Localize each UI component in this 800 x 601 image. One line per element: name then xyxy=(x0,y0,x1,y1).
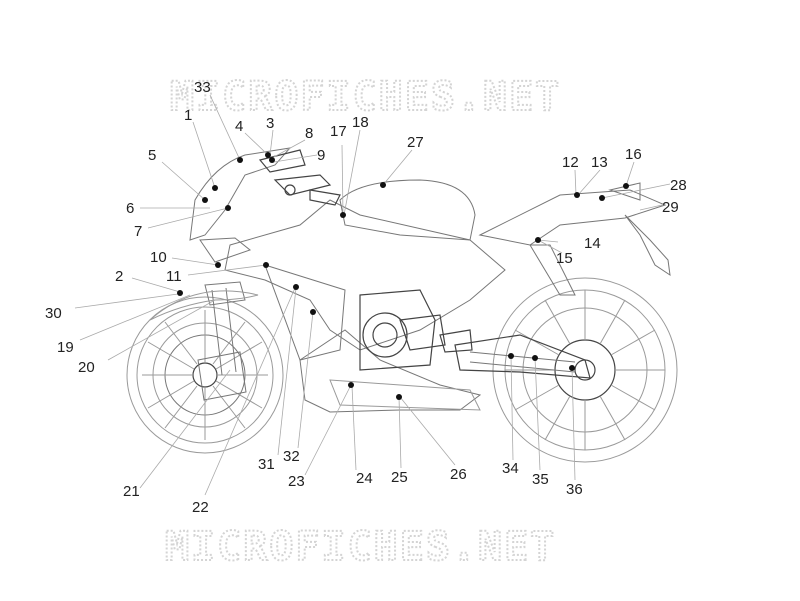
label-3: 3 xyxy=(266,115,274,132)
label-35: 35 xyxy=(532,471,549,488)
label-20: 20 xyxy=(78,359,95,376)
label-4: 4 xyxy=(235,118,243,135)
label-15: 15 xyxy=(556,250,573,267)
leader-lines xyxy=(74,94,671,496)
label-2: 2 xyxy=(115,268,123,285)
label-27: 27 xyxy=(407,134,424,151)
label-24: 24 xyxy=(356,470,373,487)
label-13: 13 xyxy=(591,154,608,171)
label-32: 32 xyxy=(283,448,300,465)
front-fork xyxy=(197,281,247,401)
watermark-bottom: MICROFICHES.NET xyxy=(165,524,556,570)
license-bracket xyxy=(624,214,671,277)
label-25: 25 xyxy=(391,469,408,486)
label-30: 30 xyxy=(45,305,62,322)
label-12: 12 xyxy=(562,154,579,171)
label-36: 36 xyxy=(566,481,583,498)
chain xyxy=(469,351,576,373)
label-34: 34 xyxy=(502,460,519,477)
label-9: 9 xyxy=(317,147,325,164)
rear-shock xyxy=(529,244,576,296)
label-18: 18 xyxy=(352,114,369,131)
label-29: 29 xyxy=(662,199,679,216)
engine xyxy=(359,289,473,371)
label-11: 11 xyxy=(166,268,182,285)
swingarm xyxy=(454,334,591,379)
front-wheel xyxy=(126,296,284,454)
label-33: 33 xyxy=(194,79,211,96)
label-14: 14 xyxy=(584,235,601,252)
label-31: 31 xyxy=(258,456,275,473)
belly-pan xyxy=(329,379,481,411)
callout-dots xyxy=(177,152,629,400)
label-28: 28 xyxy=(670,177,687,194)
label-22: 22 xyxy=(192,499,209,516)
front-fender xyxy=(149,290,259,321)
watermark-top: MICROFICHES.NET xyxy=(170,74,561,120)
label-26: 26 xyxy=(450,466,467,483)
label-8: 8 xyxy=(305,125,313,142)
label-17: 17 xyxy=(330,123,347,140)
label-23: 23 xyxy=(288,473,305,490)
handlebars xyxy=(258,149,341,206)
label-19: 19 xyxy=(57,339,74,356)
label-5: 5 xyxy=(148,147,156,164)
callout-labels: 1 2 3 4 5 6 7 8 9 10 11 12 13 14 15 16 1… xyxy=(45,79,687,516)
label-10: 10 xyxy=(150,249,167,266)
label-21: 21 xyxy=(123,483,140,500)
label-6: 6 xyxy=(126,200,134,217)
rear-wheel xyxy=(492,277,678,463)
label-16: 16 xyxy=(625,146,642,163)
label-1: 1 xyxy=(184,107,192,124)
fairing xyxy=(189,147,667,413)
label-7: 7 xyxy=(134,223,142,240)
